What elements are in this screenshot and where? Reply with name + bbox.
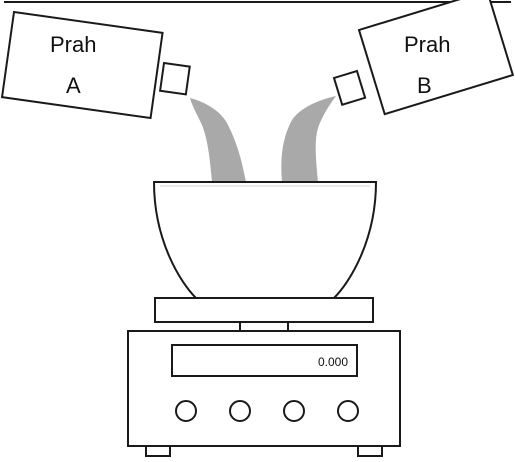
scale-button-1	[175, 400, 197, 422]
mixing-bowl	[152, 181, 378, 299]
container-a-body	[0, 10, 164, 120]
container-b-body	[357, 0, 515, 116]
scale-display-value: 0.000	[318, 355, 348, 369]
container-b-label-line2: B	[417, 73, 432, 98]
scale-button-4	[337, 400, 359, 422]
scale-foot-left	[145, 445, 171, 457]
scale-display	[171, 344, 358, 377]
container-a-spout	[158, 61, 191, 96]
scale-foot-right	[357, 445, 383, 457]
scale-platform	[154, 297, 374, 323]
container-a-label-line2: A	[66, 73, 81, 98]
container-b-label-line1: Prah	[404, 32, 450, 57]
container-a: Prah A	[0, 10, 191, 120]
scale-button-2	[229, 400, 251, 422]
scale-button-3	[283, 400, 305, 422]
container-a-label-line1: Prah	[50, 32, 96, 57]
powder-stream-a	[190, 98, 246, 182]
powder-stream-b	[281, 96, 336, 182]
container-b: Prah B	[332, 0, 515, 116]
container-b-spout	[332, 69, 367, 107]
scale-neck	[239, 321, 289, 332]
